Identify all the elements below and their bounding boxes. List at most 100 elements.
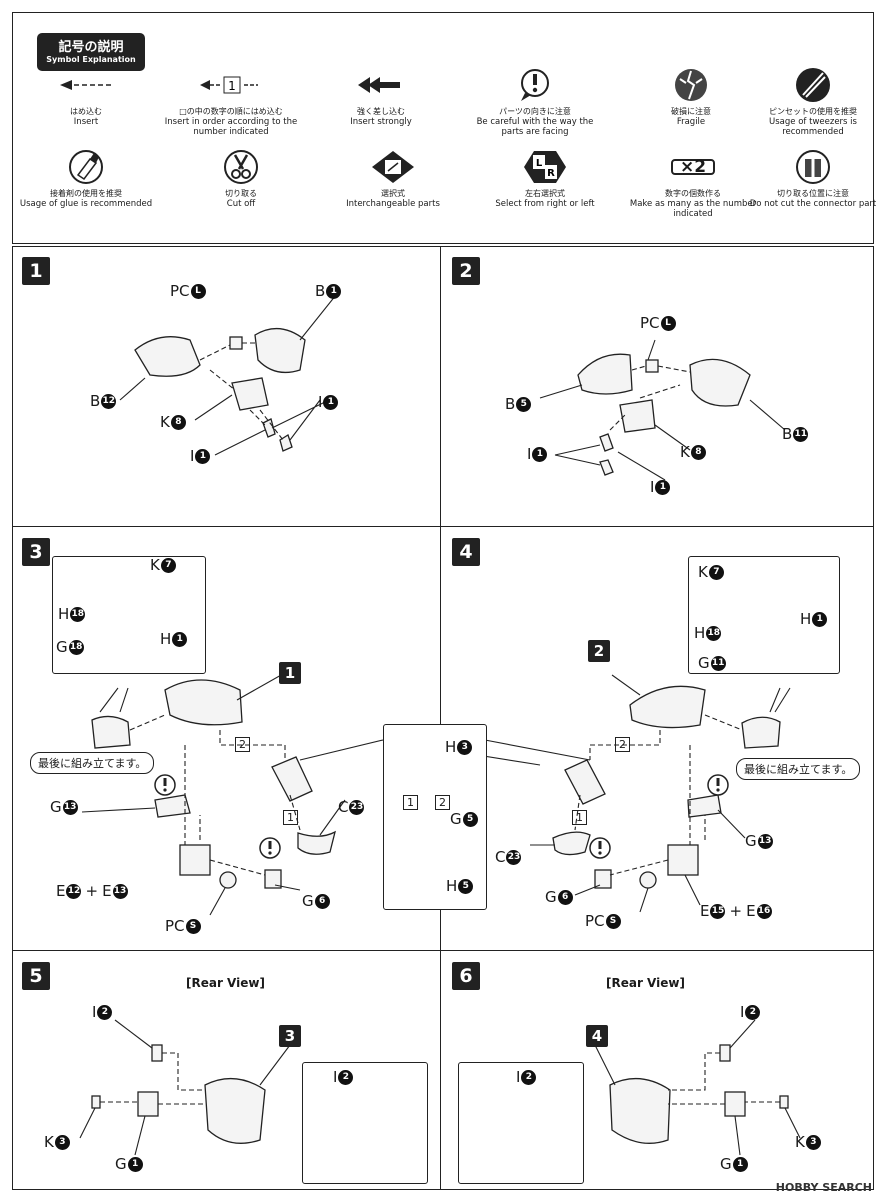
part-g6-right	[594, 869, 612, 889]
step-5-number: 5	[22, 962, 50, 990]
step-3-number: 3	[22, 538, 50, 566]
assemble-last-note-right: 最後に組み立てます。	[736, 758, 861, 780]
part-g13-left	[154, 794, 191, 818]
rear-view-title-right: [Rear View]	[606, 976, 685, 990]
svg-text:R: R	[547, 168, 555, 179]
part-i2-right	[719, 1044, 731, 1062]
insert-arrow-icon	[16, 63, 156, 107]
part-i1b	[279, 434, 293, 452]
insert-strongly-icon	[311, 63, 451, 107]
step-4-ref-number: 2	[588, 640, 610, 662]
center-order-2: 2	[435, 795, 450, 810]
part-b12	[134, 336, 201, 377]
step-4-number: 4	[452, 538, 480, 566]
step-5-ref-number: 3	[279, 1025, 301, 1047]
tweezers-icon	[743, 63, 883, 107]
assemble-last-note: 最後に組み立てます。	[30, 752, 155, 774]
part-g1-left	[137, 1091, 159, 1117]
part-i1a	[262, 418, 276, 438]
part-shoulder-right	[741, 716, 781, 749]
legend-title: 記号の説明 Symbol Explanation	[37, 33, 145, 71]
part-g1-right	[724, 1091, 746, 1117]
order-box-2-right: 2	[615, 737, 630, 752]
step-5-detail-inset	[302, 1062, 428, 1184]
part-g6-left	[264, 869, 282, 889]
part-b5	[577, 353, 633, 395]
part-e15-e16	[667, 844, 699, 876]
part-k3-left	[91, 1095, 101, 1109]
step-2-number: 2	[452, 257, 480, 285]
part-step3-assembly	[204, 1077, 266, 1144]
step-1-panel	[12, 246, 442, 528]
multiply-icon: ×2	[623, 145, 763, 189]
cut-off-icon	[171, 145, 311, 189]
part-b11	[689, 358, 751, 407]
step-3-ref-number: 1	[279, 662, 301, 684]
part-shoulder-left	[91, 715, 131, 749]
svg-text:1: 1	[228, 79, 236, 93]
part-k8-2	[619, 399, 656, 433]
glue-icon	[16, 145, 156, 189]
part-pc-s-right	[639, 871, 657, 889]
part-i1d	[599, 459, 614, 476]
fragile-icon	[621, 63, 761, 107]
order-box-1: 1	[283, 810, 298, 825]
legend-title-en: Symbol Explanation	[46, 55, 136, 64]
svg-text:L: L	[536, 158, 543, 169]
step-6-detail-inset	[458, 1062, 584, 1184]
part-pc-l-2	[645, 359, 659, 373]
part-step1-assembly	[164, 679, 243, 726]
center-order-1: 1	[403, 795, 418, 810]
part-b1	[254, 328, 306, 374]
part-g13-right	[687, 794, 722, 818]
part-step4-assembly	[609, 1077, 671, 1144]
part-step2-assembly	[629, 685, 706, 729]
step-1-number: 1	[22, 257, 50, 285]
order-box-2: 2	[235, 737, 250, 752]
part-c23-left	[297, 830, 336, 855]
step-6-number: 6	[452, 962, 480, 990]
